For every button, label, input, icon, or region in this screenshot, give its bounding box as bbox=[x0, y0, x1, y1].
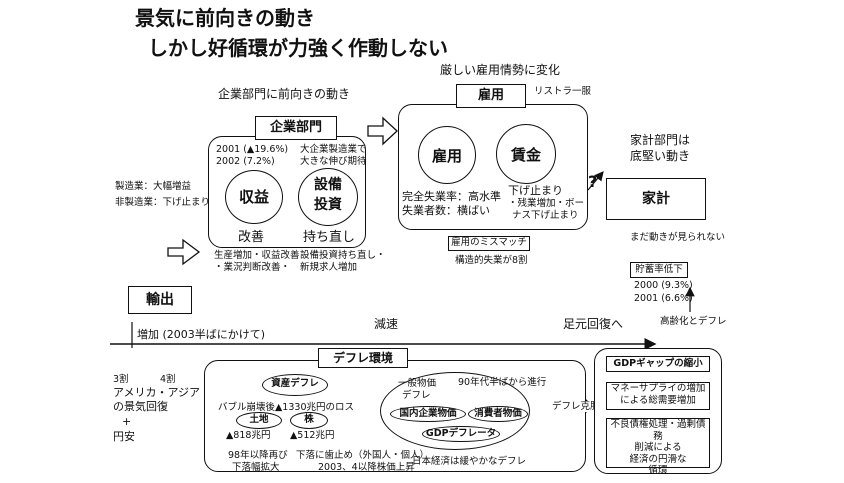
remedy-money: マネーサプライの増加 による総需要増加 bbox=[606, 382, 710, 410]
recovery-label: 足元回復へ bbox=[563, 317, 624, 331]
wage-line2: ・残業増加・ボー bbox=[508, 198, 585, 209]
mild-deflation: 日本経済は緩やかなデフレ bbox=[412, 456, 527, 467]
employment-header: 雇用 bbox=[456, 84, 526, 108]
invest-circle bbox=[298, 168, 358, 226]
consumer-price: 消費者物価 bbox=[468, 406, 528, 422]
mismatch-box: 雇用のミスマッチ bbox=[448, 236, 530, 251]
stock-value: ▲512兆円 bbox=[290, 430, 335, 441]
unemp-line1: 完全失業率：高水準 bbox=[402, 190, 501, 203]
question-mark: ? bbox=[588, 172, 598, 191]
corporate-sub1: 生産増加・収益改善 bbox=[214, 250, 300, 261]
remedy-money-line2: による総需要増加 bbox=[620, 395, 696, 406]
profit-label: 収益 bbox=[238, 188, 269, 206]
wage-circle bbox=[496, 124, 556, 184]
recover-label: 持ち直し bbox=[303, 230, 356, 245]
not-seen-label: まだ動きが見られない bbox=[630, 232, 726, 243]
outline-arrow-left bbox=[167, 238, 201, 266]
asia-3: 3割 bbox=[113, 374, 129, 385]
stock-label: 株 bbox=[304, 414, 314, 425]
household-caption1: 家計部門は bbox=[630, 133, 691, 147]
decel-label: 減速 bbox=[374, 317, 399, 331]
remedy-bad-line3: 経済の円滑な bbox=[629, 453, 687, 465]
savings-header: 貯蓄率低下 bbox=[630, 262, 688, 278]
restructure-label: リストラ一服 bbox=[534, 86, 592, 97]
remedy-bad-line1: 不良債権処理・過剰債務 bbox=[610, 419, 706, 442]
improve-label: 改善 bbox=[238, 230, 265, 245]
remedy-gap: GDPギャップの縮小 bbox=[606, 356, 710, 372]
asset-label: 資産デフレ bbox=[271, 378, 319, 389]
title-line1: 景気に前向きの動き bbox=[135, 6, 315, 30]
emp-circle-label: 雇用 bbox=[431, 147, 462, 165]
corporate-header: 企業部門 bbox=[255, 116, 337, 140]
corporate-stat1: 2001 (▲19.6%) bbox=[216, 144, 289, 155]
nineties-label: 90年代半ばから進行 bbox=[458, 377, 547, 388]
remedy-bad-line2: 削減による bbox=[634, 442, 682, 453]
structural-label: 構造的失業が8割 bbox=[455, 255, 528, 266]
yen-label: 円安 bbox=[113, 430, 135, 443]
sector-mfg: 製造業：大幅増益 bbox=[115, 181, 192, 192]
corporate-note: 大企業製造業で bbox=[300, 144, 367, 155]
corporate-sub2: ・業況判断改善・ bbox=[214, 262, 291, 273]
overcome-label: デフレ克服 bbox=[552, 401, 600, 412]
invest-label2: 投資 bbox=[314, 197, 342, 213]
corporate-caption: 企業部門に前向きの動き bbox=[218, 87, 351, 101]
stop-line2: 2003、4以降株価上昇 bbox=[318, 462, 415, 473]
domestic-price: 国内企業物価 bbox=[390, 406, 466, 422]
title-line2: しかし好循環が力強く作動しない bbox=[148, 36, 448, 60]
savings-2001: 2001 (6.6%) bbox=[634, 293, 693, 304]
asia-4: 4割 bbox=[160, 374, 176, 385]
profit-circle bbox=[225, 170, 283, 224]
exports-box: 輸出 bbox=[128, 286, 192, 314]
land-value: ▲818兆円 bbox=[226, 430, 271, 441]
remedy-badloans: 不良債権処理・過剰債務 削減による 経済の円滑な 循環 bbox=[606, 418, 710, 476]
land-label: 土地 bbox=[249, 414, 269, 425]
gdp-deflator: GDPデフレータ bbox=[422, 426, 500, 442]
wage-circle-label: 賃金 bbox=[510, 146, 541, 164]
drop-line2: 下落幅拡大 bbox=[232, 462, 280, 473]
deflation-header: デフレ環境 bbox=[318, 348, 408, 368]
outline-arrow-mid bbox=[367, 116, 398, 146]
wage-line3: ナス下げ止まり bbox=[512, 210, 579, 221]
corporate-sub3: 設備投資持ち直し・ bbox=[300, 250, 386, 261]
general-price2: デフレ bbox=[402, 390, 431, 401]
household-box: 家計 bbox=[606, 178, 706, 220]
export-increase: 増加 (2003半ばにかけて) bbox=[137, 328, 266, 341]
bubble-label: バブル崩壊後▲1330兆円のロス bbox=[218, 402, 354, 413]
corporate-note2: 大きな伸び期待 bbox=[300, 156, 367, 167]
stop-line1: 下落に歯止め（外国人・個人） bbox=[296, 450, 430, 461]
aging-label: 高齢化とデフレ bbox=[660, 316, 727, 327]
asset-ellipse bbox=[262, 374, 328, 396]
employment-caption: 厳しい雇用情勢に変化 bbox=[440, 63, 561, 77]
emp-household-arrow bbox=[587, 171, 604, 191]
wage-line1: 下げ止まり bbox=[508, 184, 563, 197]
plus-sign: + bbox=[122, 415, 132, 428]
unemp-line2: 失業者数：横ばい bbox=[402, 204, 490, 217]
asia-recovery: の景気回復 bbox=[113, 400, 168, 413]
general-price1: 一般物価 bbox=[398, 378, 437, 389]
household-caption2: 底堅い動き bbox=[630, 149, 691, 163]
emp-circle bbox=[418, 126, 476, 184]
stock-ellipse bbox=[290, 412, 328, 429]
drop-line1: 98年以降再び bbox=[228, 450, 288, 461]
sector-nonmfg: 非製造業：下げ止まり bbox=[115, 197, 211, 208]
asia-us: アメリカ・アジア bbox=[113, 386, 201, 399]
corporate-sub4: 新規求人増加 bbox=[300, 262, 358, 273]
land-ellipse bbox=[236, 412, 282, 429]
invest-label1: 設備 bbox=[314, 177, 342, 193]
remedy-bad-line4: 循環 bbox=[648, 465, 668, 476]
remedy-money-line1: マネーサプライの増加 bbox=[610, 383, 706, 394]
corporate-stat2: 2002 (7.2%) bbox=[216, 156, 275, 167]
savings-2000: 2000 (9.3%) bbox=[634, 280, 693, 291]
